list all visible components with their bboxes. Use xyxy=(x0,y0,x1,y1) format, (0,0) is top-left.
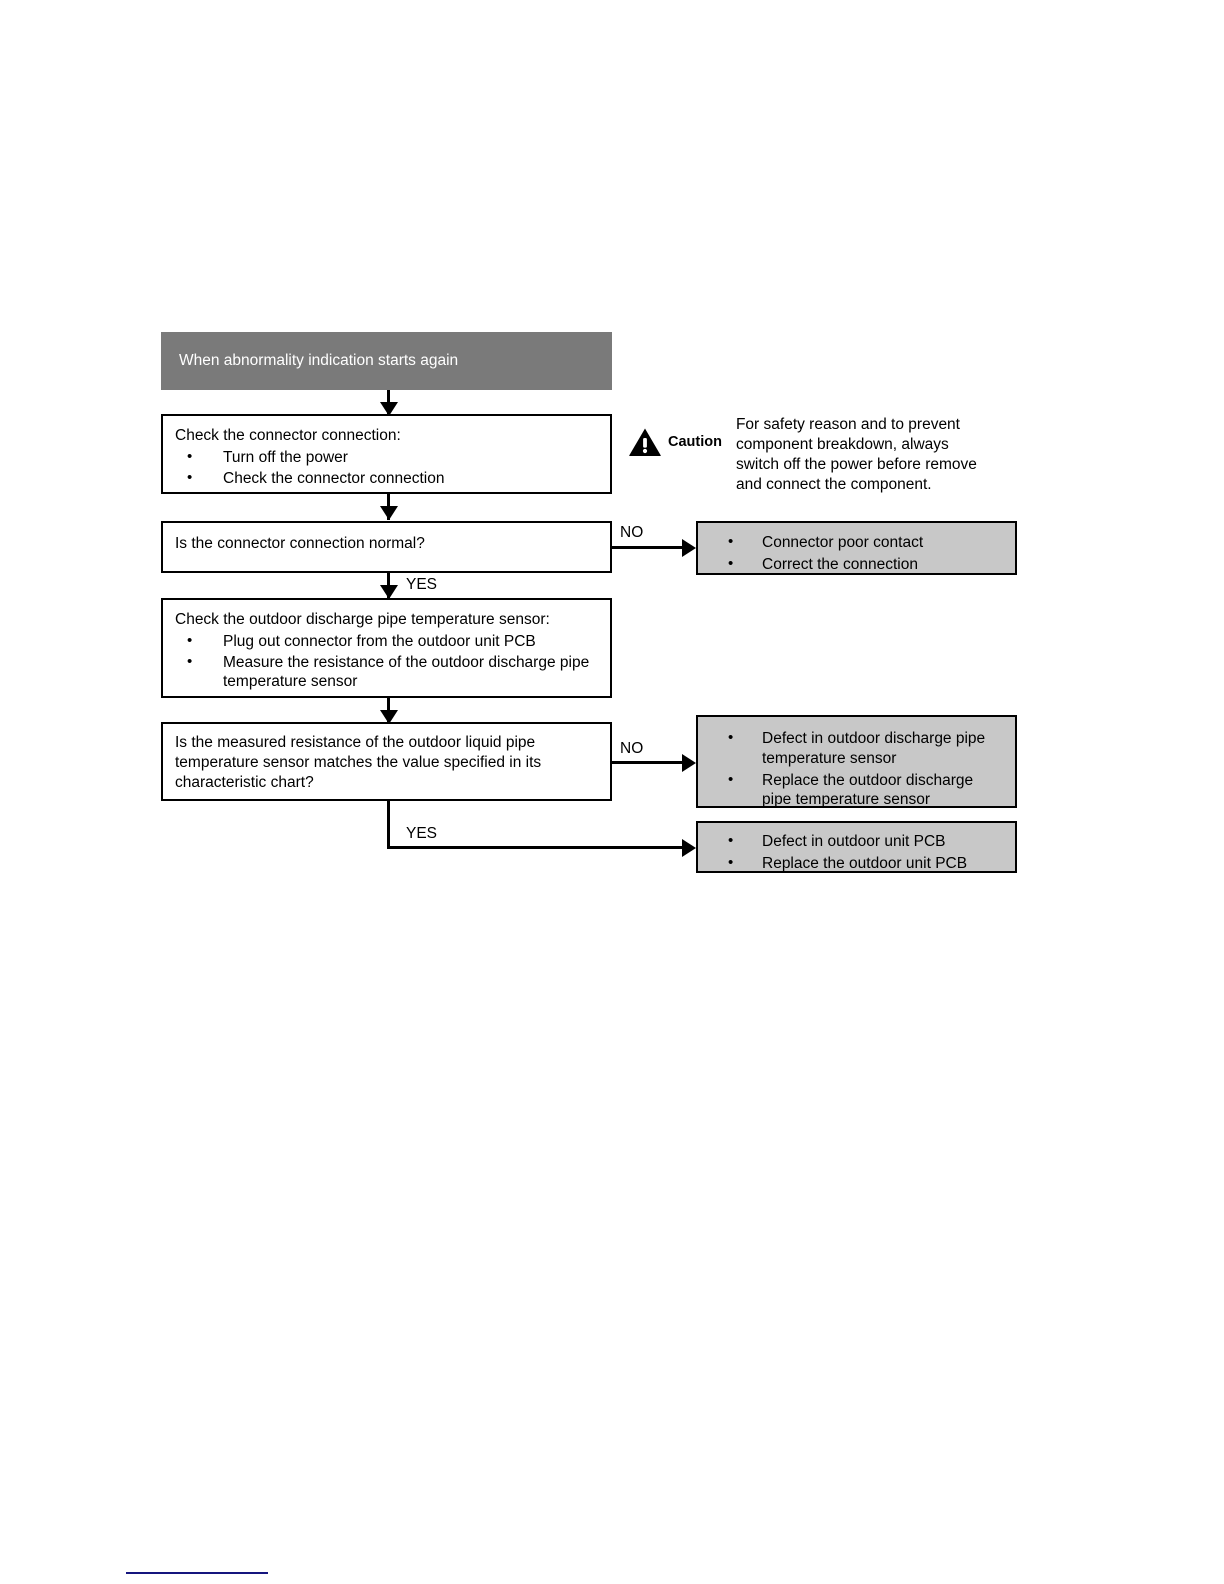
caution-text: For safety reason and to prevent compone… xyxy=(735,416,977,494)
decision-resistance-question: Is the measured resistance of the outdoo… xyxy=(175,734,542,791)
arrowhead-down-icon xyxy=(380,506,398,520)
caution-icon-row: Caution xyxy=(628,427,722,457)
footer-divider xyxy=(126,1572,268,1574)
step-check-connector-box: Check the connector connection: Turn off… xyxy=(161,414,612,494)
list-item: Defect in outdoor unit PCB xyxy=(710,831,1003,852)
list-item: Defect in outdoor discharge pipe tempera… xyxy=(710,728,1003,769)
list-item: Plug out connector from the outdoor unit… xyxy=(175,631,598,652)
list-item: Connector poor contact xyxy=(710,532,1003,553)
connector-decision1-no xyxy=(612,546,688,549)
step-check-sensor-title: Check the outdoor discharge pipe tempera… xyxy=(175,611,550,628)
result-sensor-fault-bullets: Defect in outdoor discharge pipe tempera… xyxy=(710,728,1003,811)
result-connector-fault-bullets: Connector poor contact Correct the conne… xyxy=(710,532,1003,575)
decision-connector-normal-box: Is the connector connection normal? xyxy=(161,521,612,573)
connector-decision2-no xyxy=(612,761,688,764)
edge-label-yes-2: YES xyxy=(406,825,438,842)
result-pcb-fault-bullets: Defect in outdoor unit PCB Replace the o… xyxy=(710,831,1003,874)
result-sensor-fault-box: Defect in outdoor discharge pipe tempera… xyxy=(696,715,1017,808)
result-connector-fault-box: Connector poor contact Correct the conne… xyxy=(696,521,1017,575)
flowchart-header-bar: When abnormality indication starts again xyxy=(161,332,612,390)
step-check-sensor-box: Check the outdoor discharge pipe tempera… xyxy=(161,598,612,698)
caution-word: Caution xyxy=(668,434,722,450)
connector-decision2-yes-down xyxy=(387,801,390,849)
connector-decision2-yes-across xyxy=(387,846,688,849)
arrowhead-down-icon xyxy=(380,710,398,724)
caution-note: Caution For safety reason and to prevent… xyxy=(628,415,994,496)
arrowhead-right-icon xyxy=(682,539,696,557)
step-check-connector-bullets: Turn off the power Check the connector c… xyxy=(175,447,598,489)
list-item: Replace the outdoor unit PCB xyxy=(710,853,1003,874)
arrowhead-down-icon xyxy=(380,585,398,599)
list-item: Measure the resistance of the outdoor di… xyxy=(175,652,598,693)
warning-triangle-icon xyxy=(628,427,662,457)
list-item: Turn off the power xyxy=(175,447,598,468)
list-item: Correct the connection xyxy=(710,554,1003,575)
step-check-connector-title: Check the connector connection: xyxy=(175,427,401,444)
result-pcb-fault-box: Defect in outdoor unit PCB Replace the o… xyxy=(696,821,1017,873)
decision-resistance-box: Is the measured resistance of the outdoo… xyxy=(161,722,612,801)
step-check-sensor-bullets: Plug out connector from the outdoor unit… xyxy=(175,631,598,693)
list-item: Replace the outdoor discharge pipe tempe… xyxy=(710,770,1003,811)
flowchart-header-label: When abnormality indication starts again xyxy=(179,352,459,370)
decision-connector-normal-question: Is the connector connection normal? xyxy=(175,535,425,552)
list-item: Check the connector connection xyxy=(175,468,598,489)
edge-label-yes-1: YES xyxy=(406,576,438,593)
arrowhead-down-icon xyxy=(380,402,398,416)
edge-label-no-1: NO xyxy=(620,524,644,541)
edge-label-no-2: NO xyxy=(620,740,644,757)
arrowhead-right-icon xyxy=(682,754,696,772)
arrowhead-right-icon xyxy=(682,839,696,857)
